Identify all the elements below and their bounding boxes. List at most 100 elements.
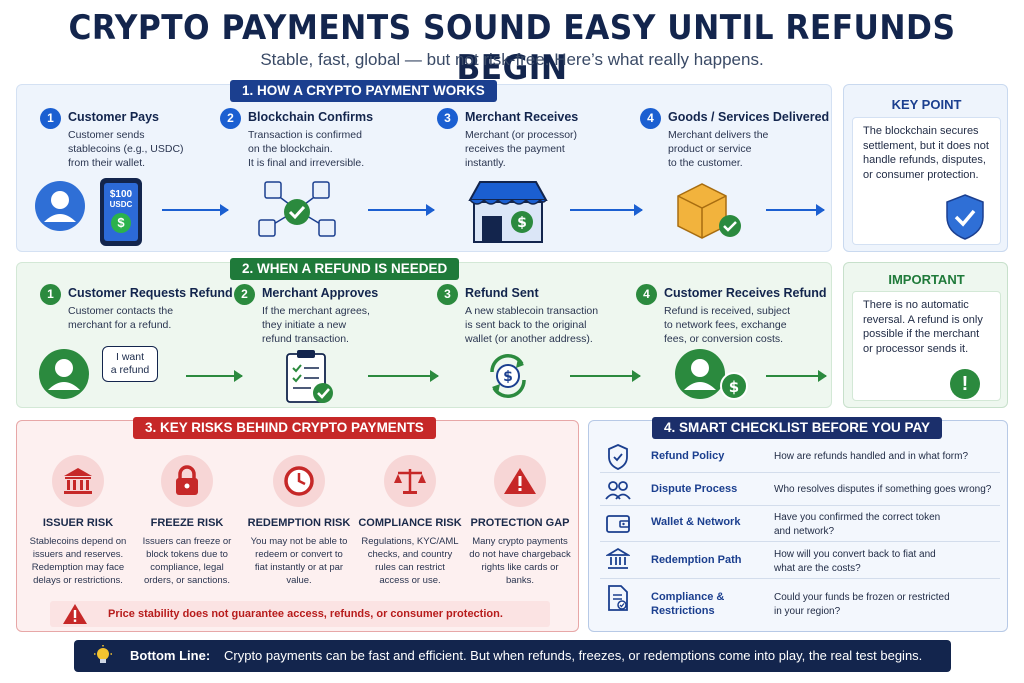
step-title: Customer Pays — [68, 110, 160, 124]
checklist-desc: How will you convert back to fiat and wh… — [774, 549, 936, 574]
divider — [600, 578, 1000, 579]
checklist-label: Redemption Path — [651, 554, 742, 566]
shield-check-icon — [944, 193, 986, 246]
step-number: 4 — [636, 284, 657, 305]
step-number: 2 — [234, 284, 255, 305]
flow-arrow — [162, 204, 229, 216]
wallet-icon — [604, 509, 632, 537]
risk-compliance: COMPLIANCE RISK Regulations, KYC/AML che… — [356, 455, 464, 587]
step-number: 2 — [220, 108, 241, 129]
checklist-desc: Who resolves disputes if something goes … — [774, 484, 992, 495]
approval-clipboard-icon — [283, 348, 335, 411]
step-number: 3 — [437, 284, 458, 305]
important-body: There is no automatic reversal. A refund… — [863, 299, 983, 355]
shield-check-icon — [604, 443, 632, 471]
section-title-risks: 3. KEY RISKS BEHIND CRYPTO PAYMENTS — [133, 417, 436, 439]
bottom-line-label: Bottom Line: — [130, 648, 211, 663]
section-title-refund: 2. WHEN A REFUND IS NEEDED — [230, 258, 460, 280]
warning-icon — [62, 603, 88, 630]
warning-text: Price stability does not guarantee acces… — [108, 608, 503, 620]
flow-arrow — [570, 370, 641, 382]
bottom-line-banner: Bottom Line: Crypto payments can be fast… — [74, 640, 951, 672]
bank-icon — [52, 455, 104, 507]
step-title: Customer Receives Refund — [664, 286, 827, 300]
checklist-label: Wallet & Network — [651, 516, 741, 528]
risk-desc: Many crypto payments do not have chargeb… — [469, 536, 571, 586]
flow-arrow — [368, 370, 439, 382]
step-desc: Merchant delivers the product or service… — [668, 129, 769, 169]
checklist-label: Compliance & Restrictions — [651, 591, 725, 617]
divider — [600, 505, 1000, 506]
risk-title: COMPLIANCE RISK — [358, 517, 462, 529]
checklist-desc: Have you confirmed the correct token and… — [774, 512, 941, 537]
risk-title: FREEZE RISK — [150, 517, 224, 529]
flow-arrow — [570, 204, 643, 216]
bank-icon — [604, 545, 632, 573]
flow-arrow — [766, 204, 825, 216]
divider — [600, 541, 1000, 542]
refund-request-bubble: I want a refund — [102, 346, 158, 382]
lock-icon — [161, 455, 213, 507]
warning-icon — [494, 455, 546, 507]
risk-desc: Issuers can freeze or block tokens due t… — [142, 536, 232, 586]
key-point-panel: KEY POINT The blockchain secures settlem… — [843, 84, 1008, 252]
svg-text:$: $ — [729, 378, 739, 396]
checklist-desc: Could your funds be frozen or restricted… — [774, 592, 950, 617]
important-title: IMPORTANT — [888, 272, 965, 287]
checklist-label: Refund Policy — [651, 450, 725, 462]
risk-protection-gap: PROTECTION GAP Many crypto payments do n… — [466, 455, 574, 587]
document-check-icon — [604, 584, 632, 612]
blockchain-icon — [255, 176, 339, 247]
step-title: Merchant Receives — [465, 110, 579, 124]
clock-icon — [273, 455, 325, 507]
risk-title: REDEMPTION RISK — [247, 517, 351, 529]
step-title: Merchant Approves — [262, 286, 379, 300]
section-title-payment: 1. HOW A CRYPTO PAYMENT WORKS — [230, 80, 497, 102]
risk-redemption: REDEMPTION RISK You may not be able to r… — [245, 455, 353, 587]
checklist-desc: How are refunds handled and in what form… — [774, 451, 969, 462]
bottom-line-text: Crypto payments can be fast and efficien… — [224, 648, 923, 663]
storefront-icon: $ — [466, 178, 550, 249]
customer-refund-icon: $ — [674, 348, 750, 409]
step-title: Goods / Services Delivered — [668, 110, 830, 124]
step-desc: Refund is received, subject to network f… — [664, 305, 791, 345]
key-point-title: KEY POINT — [891, 97, 962, 112]
svg-text:$: $ — [503, 369, 513, 385]
divider — [600, 472, 1000, 473]
step-desc: If the merchant agrees, they initiate a … — [262, 305, 370, 345]
step-desc: Customer sends stablecoins (e.g., USDC) … — [68, 129, 184, 169]
important-panel: IMPORTANT There is no automatic reversal… — [843, 262, 1008, 408]
step-number: 1 — [40, 108, 61, 129]
risk-desc: You may not be able to redeem or convert… — [250, 536, 348, 586]
step-desc: Customer contacts the merchant for a ref… — [68, 305, 174, 331]
section-title-checklist: 4. SMART CHECKLIST BEFORE YOU PAY — [652, 417, 943, 439]
people-icon — [604, 476, 632, 504]
price-stability-warning: Price stability does not guarantee acces… — [50, 601, 550, 627]
risk-desc: Regulations, KYC/AML checks, and country… — [361, 536, 459, 586]
step-number: 4 — [640, 108, 661, 129]
svg-text:$: $ — [517, 215, 527, 231]
page-title: CRYPTO PAYMENTS SOUND EASY UNTIL REFUNDS… — [68, 8, 956, 88]
risk-freeze: FREEZE RISK Issuers can freeze or block … — [133, 455, 241, 587]
step-number: 3 — [437, 108, 458, 129]
checklist-label: Dispute Process — [651, 483, 738, 495]
package-icon — [672, 180, 744, 247]
step-number: 1 — [40, 284, 61, 305]
page-subtitle: Stable, fast, global — but not risk-free… — [260, 50, 764, 69]
phone-icon: $100 USDC $ — [100, 178, 142, 246]
lightbulb-icon — [92, 645, 114, 679]
dollar-coin-icon: $ — [111, 213, 131, 233]
risk-title: PROTECTION GAP — [470, 517, 570, 529]
step-title: Customer Requests Refund — [68, 286, 233, 300]
refund-cycle-icon: $ — [482, 350, 534, 407]
risk-title: ISSUER RISK — [42, 517, 114, 529]
phone-currency: USDC — [109, 200, 133, 209]
risk-issuer: ISSUER RISK Stablecoins depend on issuer… — [24, 455, 132, 587]
customer-avatar-icon — [34, 180, 86, 237]
step-desc: A new stablecoin transaction is sent bac… — [465, 305, 599, 345]
exclamation-icon: ! — [950, 369, 980, 399]
flow-arrow — [368, 204, 435, 216]
customer-avatar-icon — [38, 348, 90, 405]
phone-amount: $100 — [109, 189, 133, 200]
scales-icon — [384, 455, 436, 507]
